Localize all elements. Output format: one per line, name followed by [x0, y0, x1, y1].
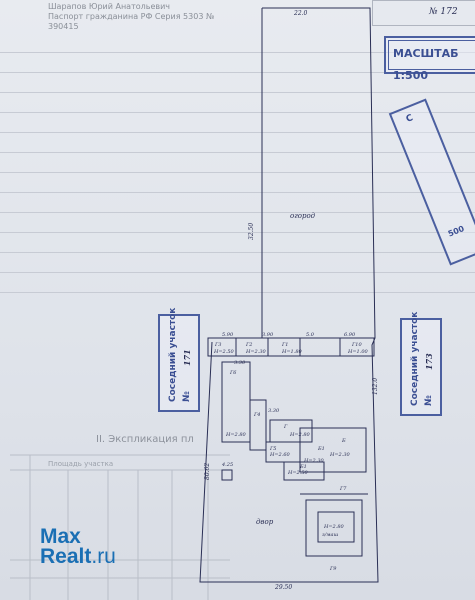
house-height: Н=2.80 — [324, 524, 344, 530]
garden-label: огород — [290, 212, 316, 220]
neighbor-stamp-right: Соседний участок № 173 — [400, 312, 442, 416]
room-label: Б1 — [300, 464, 307, 470]
room-height: Н=1.00 — [348, 349, 368, 355]
room-height: Н=2.50 — [214, 349, 234, 355]
building-g5 — [265, 441, 301, 463]
form-rule — [0, 212, 475, 213]
owner-name: Шарапов Юрий Анатольевич — [48, 2, 171, 11]
section-title: II. Экспликация пл — [96, 434, 194, 445]
room-height: Н=2.80 — [290, 432, 310, 438]
form-rule — [0, 152, 475, 153]
room-height: Н=2.30 — [246, 349, 266, 355]
building-g — [269, 419, 313, 443]
dim-right: 132.0 — [372, 377, 379, 395]
room-label: Г5 — [270, 446, 277, 452]
form-rule — [0, 72, 475, 73]
house-label: з/маш — [322, 532, 339, 538]
form-rule — [0, 132, 475, 133]
corner-field-value: № 172 — [429, 7, 458, 17]
room-label: Б1 — [318, 446, 325, 452]
watermark-line1: Max — [40, 525, 81, 548]
segment-dim: 5.90 — [222, 332, 234, 338]
room-label: Г7 — [340, 486, 347, 492]
dim-top: 22.0 — [294, 10, 308, 17]
form-rule — [0, 232, 475, 233]
dim-left-lower: 80.62 — [204, 462, 211, 480]
room-label: Г4 — [254, 412, 261, 418]
watermark-line2: Realt — [40, 545, 92, 568]
scale-stamp: МАСШТАБ 1:500 — [384, 36, 475, 82]
room-label: Г6 — [230, 370, 237, 376]
neighbor-stamp-left: Соседний участок № 171 — [158, 308, 200, 412]
maxrealt-watermark: Max Realt.ru — [40, 525, 116, 568]
room-height: Н=2.50 — [288, 470, 308, 476]
watermark-domain: .ru — [91, 545, 116, 568]
scale-stamp-text: МАСШТАБ 1:500 — [388, 40, 475, 82]
form-rule — [0, 272, 475, 273]
dim-left: 32.50 — [248, 222, 255, 240]
room-height: Н=2.30 — [330, 452, 350, 458]
corner-form-box: № 172 — [372, 0, 475, 26]
segment-dim: 3.90 — [262, 332, 274, 338]
form-rule — [0, 252, 475, 253]
room-label: Г2 — [246, 342, 253, 348]
room-height: Н=2.80 — [226, 432, 246, 438]
house-inner — [317, 511, 355, 543]
owner-passport-number: 390415 — [48, 22, 79, 31]
form-rule — [0, 52, 475, 53]
dim-bottom: 29.50 — [275, 584, 293, 591]
room-label: Г3 — [215, 342, 222, 348]
outbuilding-row — [207, 337, 375, 357]
building-b1 — [283, 461, 325, 481]
segment-dim: 3.30 — [234, 360, 246, 366]
room-label: Б — [342, 438, 346, 444]
room-height: Н=1.80 — [282, 349, 302, 355]
form-rule — [0, 172, 475, 173]
form-rule — [0, 292, 475, 293]
form-rule — [0, 192, 475, 193]
room-label: Г10 — [352, 342, 362, 348]
segment-dim: 3.30 — [268, 408, 280, 414]
table-header: Площадь участка — [48, 460, 114, 468]
form-rule — [0, 112, 475, 113]
room-height: Н=2.60 — [270, 452, 290, 458]
plot-boundary — [199, 7, 379, 583]
room-label: Г9 — [330, 566, 337, 572]
segment-dim: 5.0 — [306, 332, 314, 338]
yard-label: двор — [256, 518, 274, 526]
form-rule — [0, 92, 475, 93]
segment-dim: 6.90 — [344, 332, 356, 338]
owner-passport: Паспорт гражданина РФ Серия 5303 № — [48, 12, 215, 21]
small-shed — [221, 469, 233, 481]
building-g4 — [249, 399, 267, 451]
segment-dim: 4.25 — [222, 462, 234, 468]
house — [305, 499, 363, 557]
room-height: Н=2.30 — [304, 458, 324, 464]
room-label: Г — [284, 424, 288, 430]
room-label: Г1 — [282, 342, 289, 348]
